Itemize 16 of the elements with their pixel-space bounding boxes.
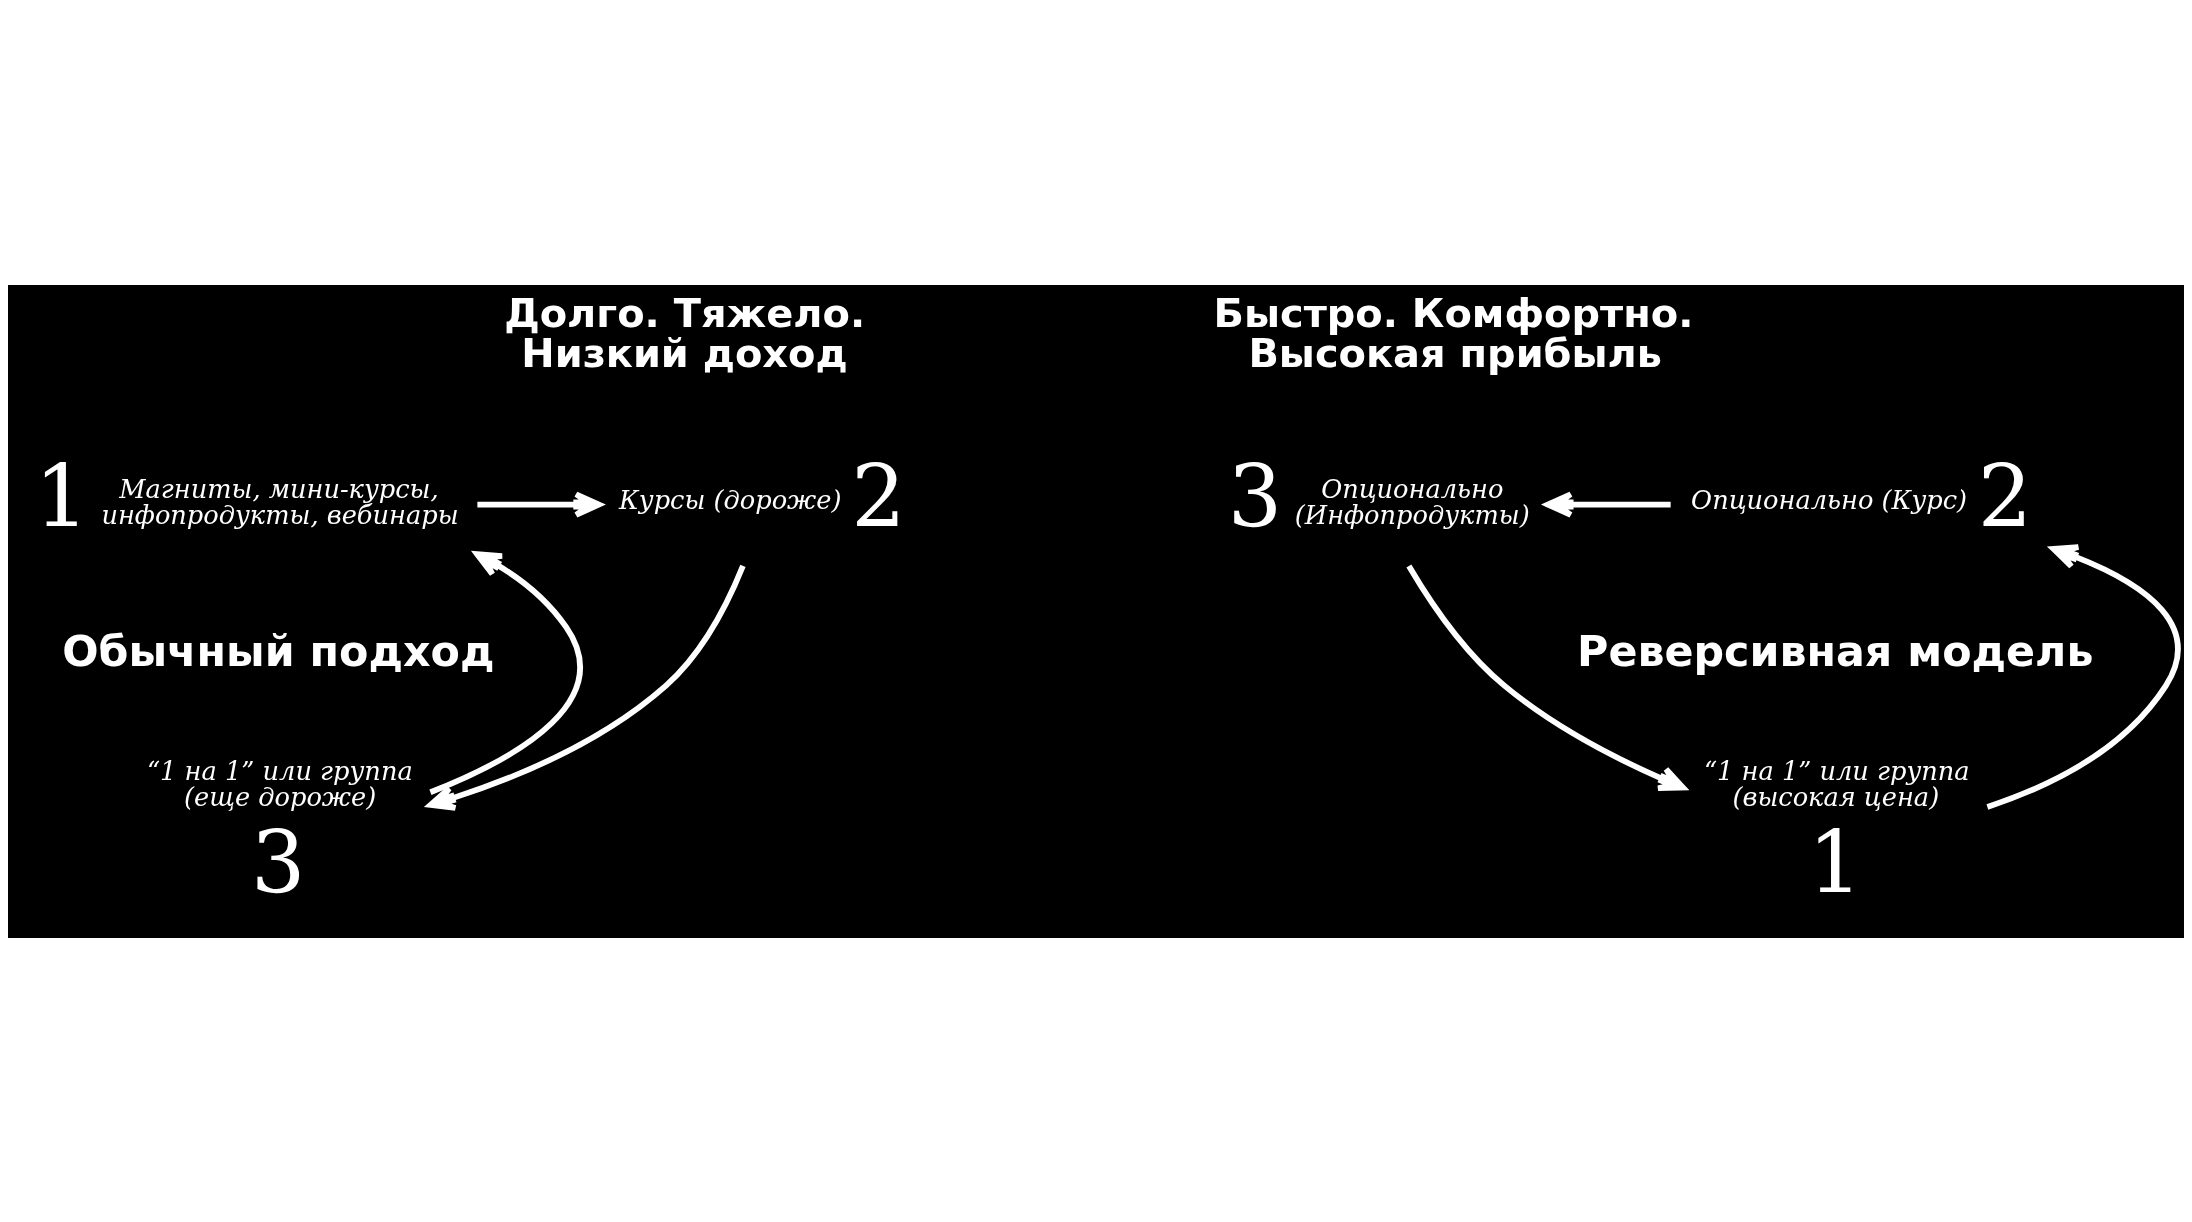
node-text: Магниты, мини-курсы, инфопродукты, вебинары bbox=[101, 473, 459, 530]
node-label: 3 bbox=[1227, 446, 1283, 546]
node-text: “1 на 1” или группа (еще дороже) bbox=[147, 755, 413, 812]
node-text: “1 на 1” или группа (высокая цена) bbox=[1703, 755, 1970, 812]
node-label: 1 bbox=[1808, 812, 1863, 912]
label: Быстро. Комфортно. Высокая прибыль bbox=[1213, 289, 1694, 376]
label: Долго. Тяжело. Низкий доход bbox=[504, 289, 866, 376]
node-label: 2 bbox=[851, 446, 906, 546]
label: Реверсивная модель bbox=[1577, 625, 2094, 676]
node-label: 2 bbox=[1977, 446, 2033, 546]
node-label: 3 bbox=[251, 812, 306, 912]
node-text: Опционально (Инфопродукты) bbox=[1294, 473, 1530, 530]
node-text: Опционально (Курс) bbox=[1691, 484, 1968, 515]
node-label: 1 bbox=[34, 446, 89, 546]
node-text: Курсы (дороже) bbox=[618, 484, 842, 515]
label: Обычный подход bbox=[62, 625, 495, 676]
